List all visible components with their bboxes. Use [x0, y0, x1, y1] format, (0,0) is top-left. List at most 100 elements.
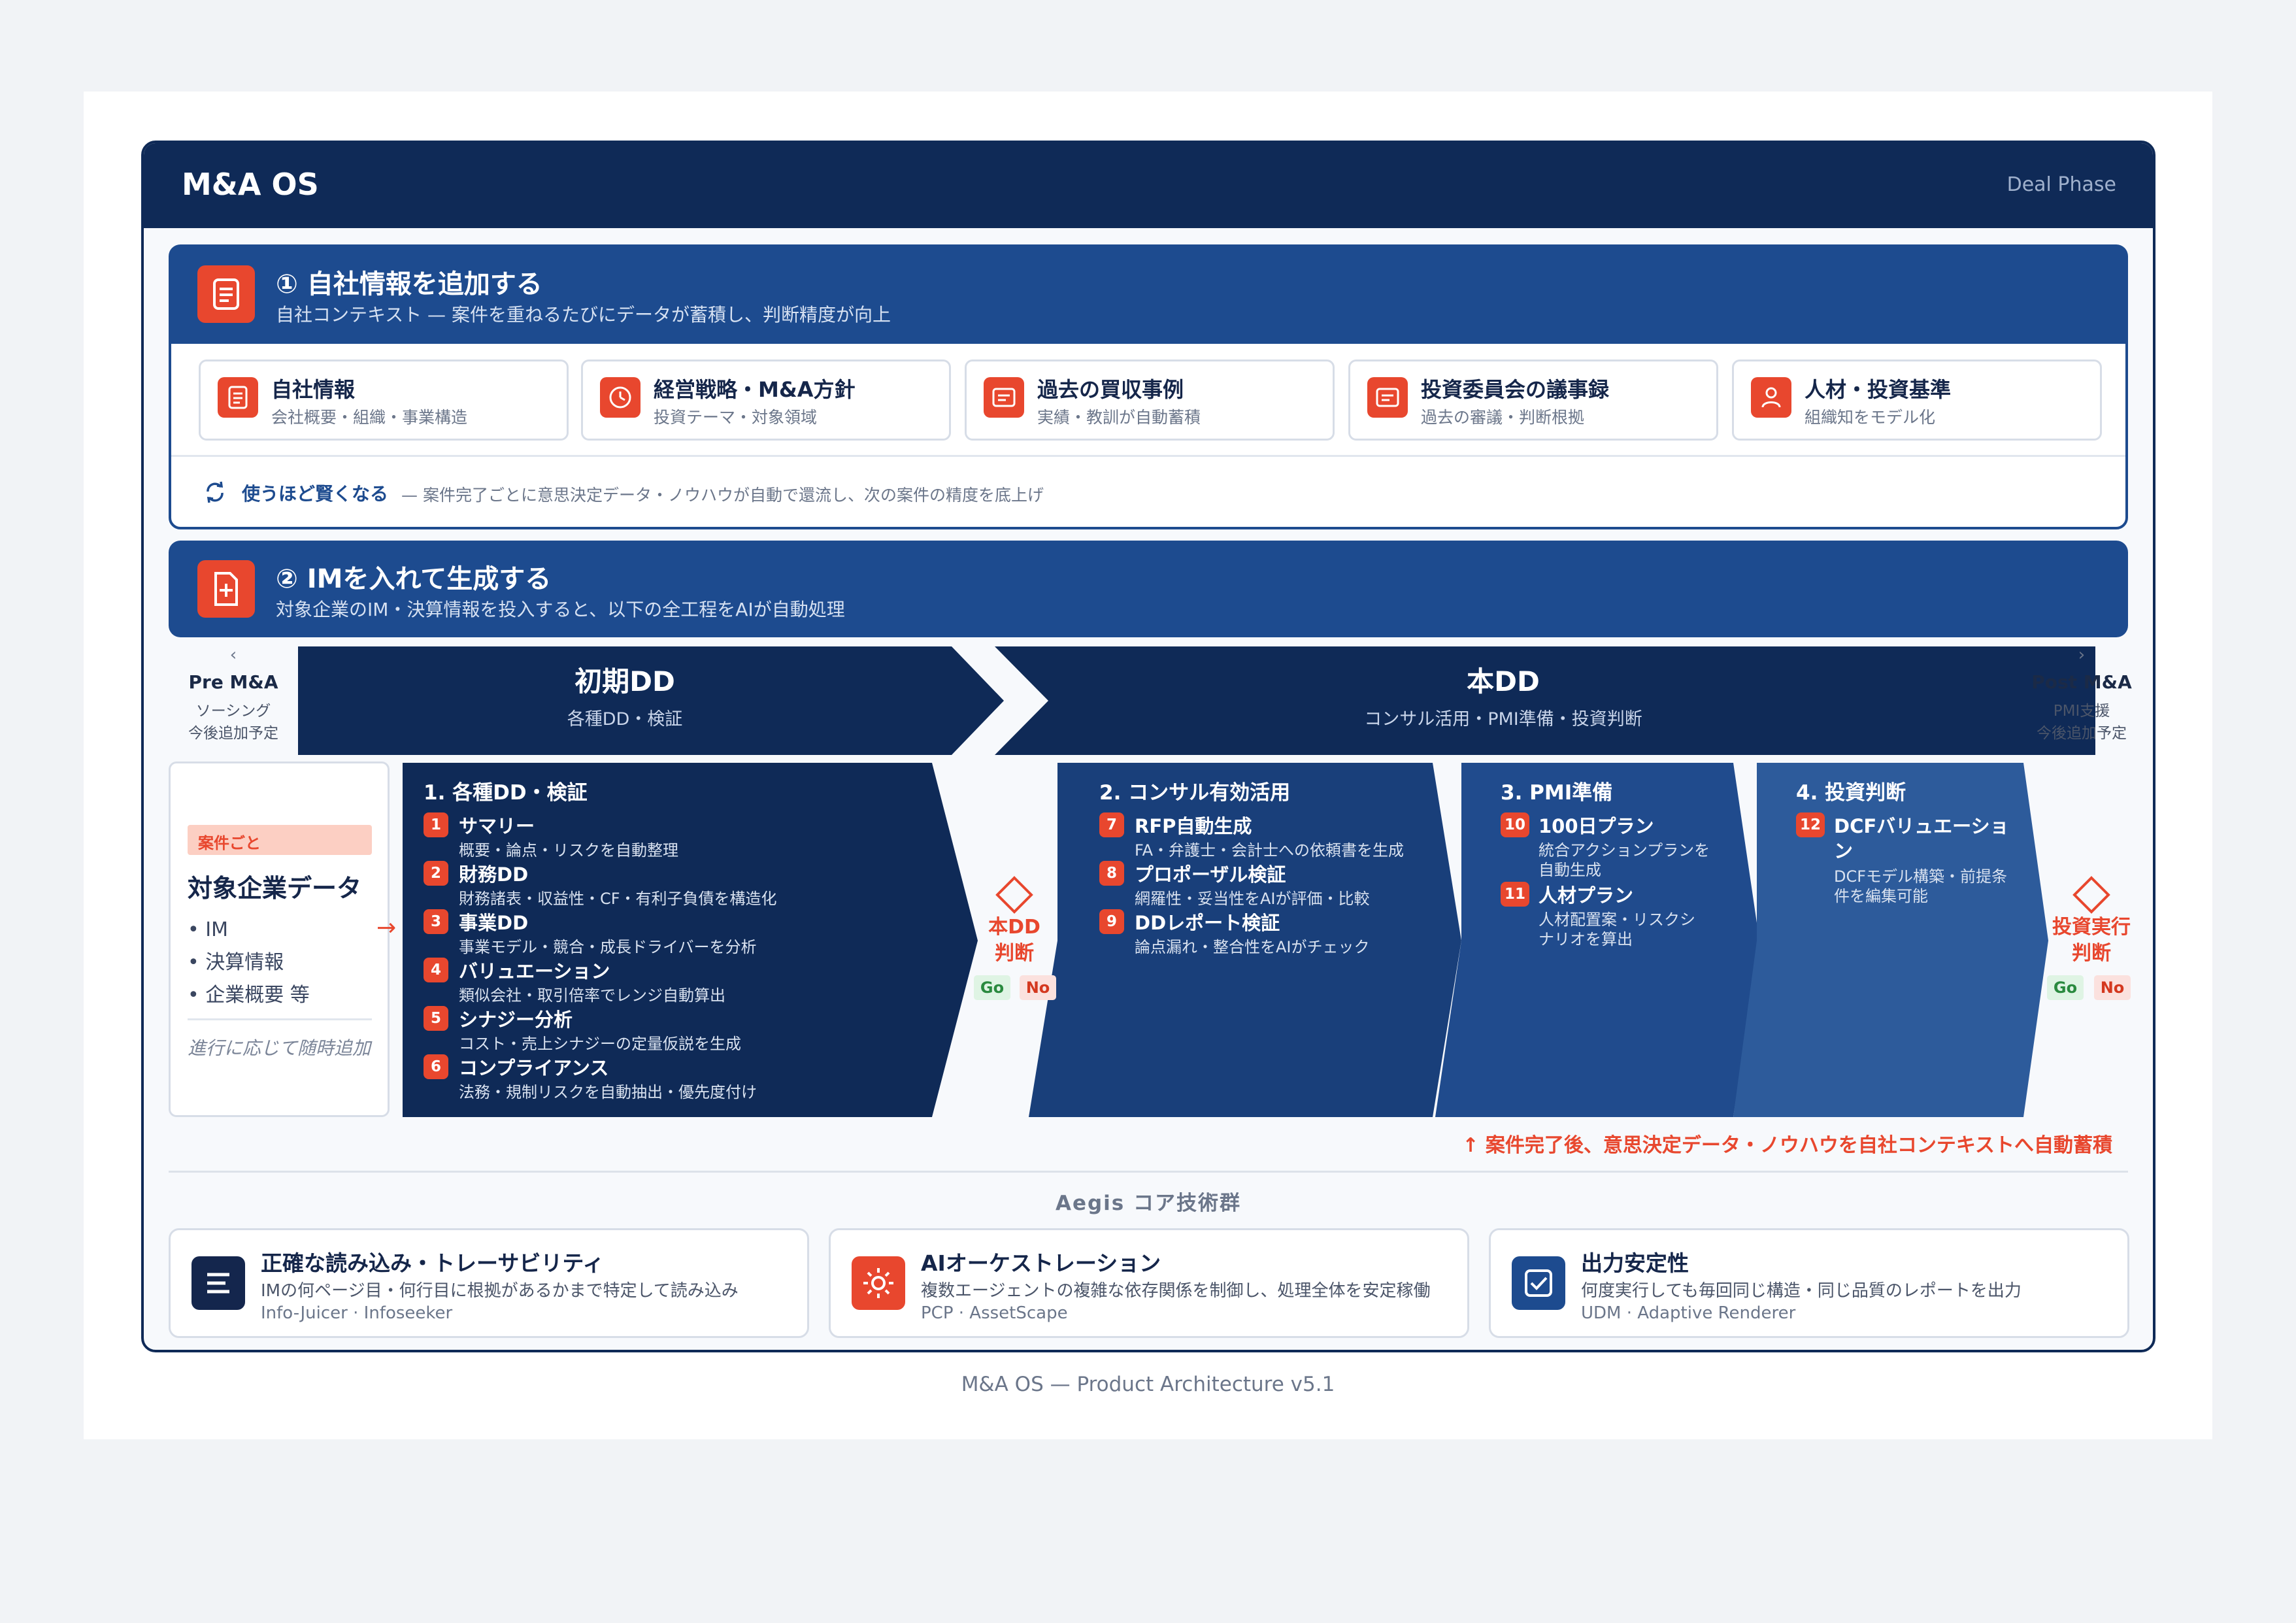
card-talent-criteria[interactable]: 人材・投資基準 組織知をモデル化 — [1732, 360, 2102, 441]
chevron-right-icon: › — [2078, 645, 2086, 665]
section1-subtitle: 自社コンテキスト — 案件を重ねるたびにデータが蓄積し、判断精度が向上 — [276, 304, 891, 326]
document-icon — [218, 377, 258, 418]
lines-icon — [191, 1256, 245, 1310]
file-plus-icon — [197, 560, 255, 618]
card-company-info[interactable]: 自社情報 会社概要・組織・事業構造 — [199, 360, 569, 441]
tech-desc: 何度実行しても毎回同じ構造・同じ品質のレポートを出力 — [1581, 1281, 2021, 1301]
case-badge-label: 案件ごと — [198, 834, 261, 852]
process-blocks — [403, 763, 2048, 1117]
divider — [188, 1018, 372, 1020]
decision-investment: 投資実行判断 — [2052, 916, 2131, 965]
card-strategy[interactable]: 経営戦略・M&A方針 投資テーマ・対象領域 — [581, 360, 951, 441]
phase-initial-title: 初期DD — [574, 665, 675, 697]
no-button[interactable]: No — [2094, 975, 2131, 1000]
card-past-acquisitions[interactable]: 過去の買収事例 実績・教訓が自動蓄積 — [965, 360, 1335, 441]
tech-tags: UDM · Adaptive Renderer — [1581, 1303, 1796, 1323]
chevron-initial-dd — [298, 646, 1004, 755]
block-consult-shape — [1029, 763, 1461, 1117]
tech-card-orchestration[interactable]: AIオーケストレーション 複数エージェントの複雑な依存関係を制御し、処理全体を安… — [829, 1228, 1469, 1338]
phase-post-ma: › Post M&A PMI支援 今後追加予定 — [2026, 645, 2137, 743]
phase-main-dd: 本DD コンサル活用・PMI準備・投資判断 — [1046, 660, 1961, 730]
phase-pre-ma: ‹ Pre M&A ソーシング 今後追加予定 — [184, 645, 282, 743]
block3-title: 3. PMI準備 — [1501, 781, 1613, 805]
card-subtitle: 投資テーマ・対象領域 — [654, 408, 818, 427]
chevron-main-dd — [995, 646, 2095, 755]
section1-title: ① 自社情報を追加する — [276, 269, 542, 299]
tech-tags: Info-Juicer · Infoseeker — [261, 1303, 453, 1323]
loop-label: 使うほど賢くなる — [242, 483, 389, 505]
no-button[interactable]: No — [1020, 975, 1056, 1000]
tech-desc: IMの何ページ目・何行目に根拠があるかまで特定して読み込み — [261, 1281, 739, 1301]
card-title: 投資委員会の議事録 — [1421, 377, 1610, 402]
tech-tags: PCP · AssetScape — [921, 1303, 1068, 1323]
section2-header: ② IMを入れて生成する 対象企業のIM・決算情報を投入すると、以下の全工程をA… — [169, 541, 2128, 637]
go-button[interactable]: Go — [974, 975, 1010, 1000]
list-icon — [1367, 377, 1408, 418]
phase-main-sub: コンサル活用・PMI準備・投資判断 — [1364, 709, 1642, 729]
card-subtitle: 会社概要・組織・事業構造 — [271, 408, 468, 427]
card-subtitle: 過去の審議・判断根拠 — [1421, 408, 1585, 427]
loop-text: — 案件完了ごとに意思決定データ・ノウハウが自動で還流し、次の案件の精度を底上げ — [401, 486, 1044, 505]
checkbox-icon — [1512, 1256, 1565, 1310]
tech-title: 出力安定性 — [1581, 1250, 1689, 1276]
phase-pre-sub1: ソーシング — [195, 703, 271, 720]
phase-initial-dd: 初期DD 各種DD・検証 — [298, 660, 952, 730]
tech-desc: 複数エージェントの複雑な依存関係を制御し、処理全体を安定稼働 — [921, 1281, 1431, 1301]
card-title: 人材・投資基準 — [1805, 377, 1952, 402]
tech-card-traceability[interactable]: 正確な読み込み・トレーサビリティ IMの何ページ目・何行目に根拠があるかまで特定… — [169, 1228, 809, 1338]
card-title: 自社情報 — [271, 377, 356, 402]
footer-caption: M&A OS — Product Architecture v5.1 — [961, 1373, 1335, 1396]
phase-label: Deal Phase — [2006, 173, 2116, 196]
target-company-card[interactable]: 案件ごと 対象企業データ • IM • 決算情報 • 企業概要 等 進行に応じて… — [169, 761, 390, 1117]
section1-header: ① 自社情報を追加する 自社コンテキスト — 案件を重ねるたびにデータが蓄積し、… — [169, 244, 2128, 343]
divider — [171, 455, 2125, 457]
core-title: Aegis コア技術群 — [1055, 1192, 1242, 1215]
card-subtitle: 組織知をモデル化 — [1805, 408, 1936, 427]
top-bar: M&A OS Deal Phase — [144, 143, 2153, 228]
block-pmi-shape — [1435, 763, 1759, 1117]
person-icon — [1751, 377, 1791, 418]
refresh-icon — [203, 480, 227, 507]
block1-title: 1. 各種DD・検証 — [424, 781, 588, 805]
feedback-note: ↑ 案件完了後、意思決定データ・ノウハウを自社コンテキストへ自動蓄積 — [1462, 1134, 2112, 1157]
section2-subtitle: 対象企業のIM・決算情報を投入すると、以下の全工程をAIが自動処理 — [276, 599, 845, 620]
phase-post-sub1: PMI支援 — [2053, 703, 2110, 720]
block2-title: 2. コンサル有効活用 — [1099, 781, 1291, 805]
section1-body: 自社情報 会社概要・組織・事業構造 経営戦略・M&A方針 投資テーマ・対象領域 … — [169, 341, 2128, 529]
tech-card-output-stability[interactable]: 出力安定性 何度実行しても毎回同じ構造・同じ品質のレポートを出力 UDM · A… — [1489, 1228, 2129, 1338]
target-note: 進行に応じて随時追加 — [188, 1037, 371, 1059]
chevron-left-icon: ‹ — [229, 645, 237, 665]
diamond-icon — [2071, 874, 2112, 918]
case-badge: 案件ごと — [188, 825, 372, 855]
input-arrow-icon: → — [376, 914, 397, 941]
document-icon — [197, 265, 255, 323]
architecture-frame: M&A OS Deal Phase ① 自社情報を追加する 自社コンテキスト —… — [141, 141, 2155, 1352]
block4-title: 4. 投資判断 — [1796, 781, 1906, 805]
block-invest-shape — [1733, 763, 2048, 1117]
phase-main-title: 本DD — [1467, 665, 1540, 697]
target-title: 対象企業データ — [188, 874, 362, 903]
tech-title: 正確な読み込み・トレーサビリティ — [261, 1250, 605, 1276]
phase-pre-sub2: 今後追加予定 — [188, 725, 278, 742]
list-icon — [984, 377, 1024, 418]
card-committee-minutes[interactable]: 投資委員会の議事録 過去の審議・判断根拠 — [1348, 360, 1718, 441]
go-button[interactable]: Go — [2047, 975, 2084, 1000]
phase-post-sub2: 今後追加予定 — [2037, 725, 2127, 742]
app-title: M&A OS — [182, 167, 319, 202]
phase-chevrons — [298, 646, 2095, 755]
tech-title: AIオーケストレーション — [921, 1250, 1161, 1276]
list-item: • IM — [188, 918, 228, 941]
card-title: 経営戦略・M&A方針 — [654, 377, 856, 402]
target-list: • IM • 決算情報 • 企業概要 等 — [188, 914, 310, 1012]
block-initial-dd-shape — [403, 763, 978, 1117]
list-item: • 決算情報 — [188, 951, 284, 974]
list-item: • 企業概要 等 — [188, 984, 310, 1007]
clock-icon — [600, 377, 641, 418]
phase-post-title: Post M&A — [2031, 671, 2132, 693]
card-title: 過去の買収事例 — [1037, 377, 1184, 402]
section2-title: ② IMを入れて生成する — [276, 564, 552, 594]
diamond-icon — [993, 874, 1035, 918]
divider — [169, 1171, 2128, 1173]
phase-pre-title: Pre M&A — [188, 671, 278, 693]
